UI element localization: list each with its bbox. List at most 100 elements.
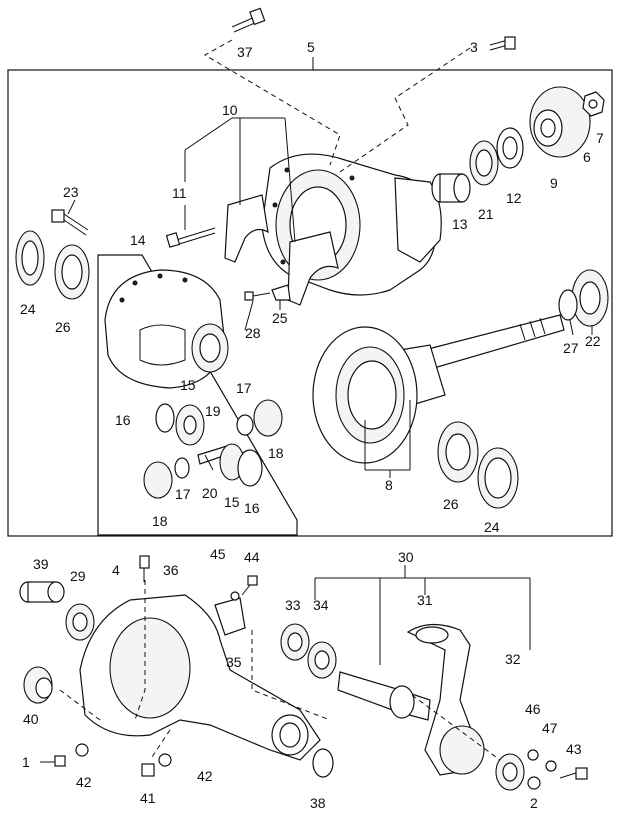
callout-15a: 15 [180, 377, 196, 393]
callout-30: 30 [398, 549, 414, 565]
side-bearing-right [437, 421, 479, 483]
callout-19: 19 [205, 403, 221, 419]
gasket-35 [214, 597, 246, 636]
callout-24: 24 [20, 301, 36, 317]
ring-gear [312, 326, 418, 464]
callout-21: 21 [478, 206, 494, 222]
callout-32: 32 [505, 651, 521, 667]
callout-34: 34 [313, 597, 329, 613]
pinion-gear-left [143, 461, 173, 499]
callout-35: 35 [226, 654, 242, 670]
breather-plug [139, 555, 150, 582]
callout-31: 31 [417, 592, 433, 608]
callout-16b: 16 [244, 500, 260, 516]
knuckle-31 [406, 623, 485, 776]
bearing-34 [307, 641, 337, 679]
callout-17a: 17 [236, 380, 252, 396]
washer-46 [527, 749, 539, 761]
callout-26: 26 [55, 319, 71, 335]
callout-38: 38 [310, 795, 326, 811]
seal-33 [280, 623, 310, 661]
thrust-washer-16a [155, 403, 175, 433]
callout-1: 1 [22, 754, 30, 770]
leader-lines [67, 57, 593, 665]
bearing-29 [65, 603, 95, 641]
washer-2 [527, 776, 541, 790]
callout-8: 8 [385, 477, 393, 493]
lock-pin [204, 454, 214, 471]
callout-37: 37 [237, 44, 253, 60]
axle-shaft [337, 671, 431, 721]
pinion-spacer [431, 173, 471, 203]
pinion-bearing-outer [469, 140, 499, 186]
differential-case-frame [97, 254, 298, 536]
thrust-washer-17a [236, 414, 254, 436]
drive-pinion [399, 314, 565, 406]
callout-4: 4 [112, 562, 120, 578]
callout-46: 46 [525, 701, 541, 717]
washer-42a [75, 743, 89, 757]
side-bearing-left [54, 244, 90, 300]
thrust-washer-16b [237, 449, 263, 487]
callout-17b: 17 [175, 486, 191, 502]
flange-nut [582, 91, 605, 117]
callout-labels: 37 5 3 10 7 6 9 11 23 13 21 12 14 24 26 … [20, 39, 604, 811]
callout-14: 14 [130, 232, 146, 248]
callout-22: 22 [585, 333, 601, 349]
axle-housing [79, 594, 321, 761]
bearing-32 [495, 753, 525, 791]
bolt-43 [559, 767, 588, 780]
callout-42b: 42 [197, 768, 213, 784]
bolt-1 [40, 755, 66, 767]
callout-44: 44 [244, 549, 260, 565]
washer-47 [545, 760, 557, 772]
thrust-washer-17b [174, 457, 190, 479]
dashed-lines [59, 39, 501, 761]
callout-5: 5 [307, 39, 315, 55]
pinion-shim [558, 289, 578, 321]
callout-43: 43 [566, 741, 582, 757]
callout-29: 29 [70, 568, 86, 584]
callout-20: 20 [202, 485, 218, 501]
snap-ring-38 [312, 748, 334, 778]
sleeve-39 [19, 581, 65, 603]
callout-10: 10 [222, 102, 238, 118]
callout-11: 11 [172, 185, 187, 201]
side-bearing-cup-left [15, 230, 45, 286]
callout-41: 41 [140, 790, 156, 806]
callout-39: 39 [33, 556, 49, 572]
callout-18a: 18 [268, 445, 284, 461]
bolt-23 [51, 209, 89, 236]
washer-45 [230, 591, 240, 601]
callout-9: 9 [550, 175, 558, 191]
callout-42a: 42 [76, 774, 92, 790]
callout-28: 28 [245, 325, 261, 341]
lock-plate [271, 284, 291, 301]
bushing-40 [23, 666, 53, 704]
bearing-cap-left [224, 194, 269, 263]
washer-42b [158, 753, 172, 767]
bearing-cap-right [287, 231, 339, 306]
callout-2: 2 [530, 795, 538, 811]
bolt-37 [231, 7, 266, 33]
callout-47: 47 [542, 720, 558, 736]
callout-25: 25 [272, 310, 288, 326]
side-bearing-cup-right [477, 447, 519, 509]
callout-40: 40 [23, 711, 39, 727]
bolt-44 [241, 575, 258, 596]
callout-3: 3 [470, 39, 478, 55]
callout-27: 27 [563, 340, 579, 356]
callout-36: 36 [163, 562, 179, 578]
callout-12: 12 [506, 190, 522, 206]
bolt-3 [489, 36, 516, 51]
differential-case [104, 269, 229, 389]
pinion-gear-right [253, 399, 283, 437]
callout-33: 33 [285, 597, 301, 613]
oil-seal [496, 127, 524, 169]
callout-6: 6 [583, 149, 591, 165]
upper-assembly-frame [7, 69, 613, 537]
callout-26b: 26 [443, 496, 459, 512]
side-gear-upper [175, 404, 205, 446]
callout-24b: 24 [484, 519, 500, 535]
